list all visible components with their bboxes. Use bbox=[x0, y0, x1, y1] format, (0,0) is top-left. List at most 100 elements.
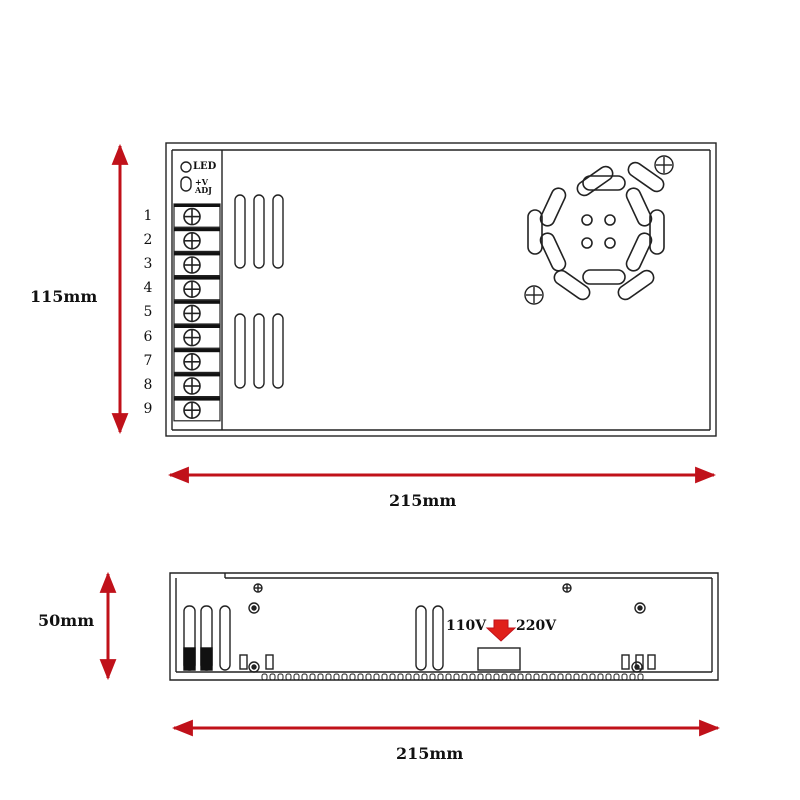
voltage-switch[interactable] bbox=[477, 647, 521, 671]
vent-tooth bbox=[309, 673, 316, 681]
top-vent-slots-lower bbox=[234, 313, 284, 389]
terminal-number: 1 bbox=[143, 207, 153, 224]
vent-tooth bbox=[461, 673, 468, 681]
side-view-width-label: 215mm bbox=[396, 744, 464, 763]
led-indicator-icon bbox=[180, 161, 192, 173]
vent-tooth bbox=[549, 673, 556, 681]
side-view-outline bbox=[169, 572, 719, 681]
top-view-width-label: 215mm bbox=[389, 491, 457, 510]
vent-tooth bbox=[525, 673, 532, 681]
vent-tooth bbox=[437, 673, 444, 681]
side-vent-slots bbox=[415, 605, 444, 671]
vent-tooth bbox=[429, 673, 436, 681]
vent-tooth bbox=[621, 673, 628, 681]
vent-tooth bbox=[485, 673, 492, 681]
terminal-screw[interactable] bbox=[173, 324, 221, 349]
terminal-screw[interactable] bbox=[173, 372, 221, 398]
terminal-number: 9 bbox=[143, 401, 153, 418]
vent-tooth bbox=[517, 673, 524, 681]
vent-tooth bbox=[349, 673, 356, 681]
adj-potentiometer-icon bbox=[180, 176, 192, 192]
terminal-screw[interactable] bbox=[173, 300, 221, 325]
vent-tooth bbox=[341, 673, 348, 681]
side-view-height-label: 50mm bbox=[38, 611, 95, 630]
screw-icon bbox=[631, 661, 643, 673]
vent-tooth bbox=[421, 673, 428, 681]
screw-icon bbox=[248, 602, 260, 614]
vent-tooth bbox=[269, 673, 276, 681]
top-view bbox=[165, 142, 717, 437]
voltage-switch-arrow-icon bbox=[485, 619, 517, 642]
vent-tooth bbox=[613, 673, 620, 681]
terminal-screw[interactable] bbox=[173, 251, 221, 277]
vent-tooth bbox=[365, 673, 372, 681]
vent-tooth bbox=[373, 673, 380, 681]
side-view bbox=[169, 572, 719, 681]
voltage-switch-label-220v: 220V bbox=[516, 618, 557, 634]
vent-tooth bbox=[509, 673, 516, 681]
vent-tooth bbox=[325, 673, 332, 681]
vent-tooth bbox=[501, 673, 508, 681]
vent-tooth bbox=[541, 673, 548, 681]
vent-tooth bbox=[389, 673, 396, 681]
vent-tooth bbox=[357, 673, 364, 681]
voltage-switch-label-110v: 110V bbox=[446, 618, 487, 634]
terminal-block bbox=[173, 203, 221, 422]
top-view-outline bbox=[165, 142, 717, 437]
led-label: LED bbox=[193, 161, 217, 172]
vent-tooth bbox=[581, 673, 588, 681]
terminal-number: 8 bbox=[143, 377, 153, 393]
screw-icon bbox=[654, 155, 674, 175]
vent-tooth bbox=[293, 673, 300, 681]
vent-tooth bbox=[477, 673, 484, 681]
terminal-screw[interactable] bbox=[173, 276, 221, 301]
vent-tooth bbox=[565, 673, 572, 681]
top-view-height-label: 115mm bbox=[30, 287, 98, 306]
screw-icon bbox=[562, 583, 572, 593]
vent-tooth bbox=[453, 673, 460, 681]
vent-tooth bbox=[589, 673, 596, 681]
vent-tooth bbox=[533, 673, 540, 681]
vent-tooth bbox=[413, 673, 420, 681]
terminal-number: 5 bbox=[143, 304, 153, 321]
terminal-screw[interactable] bbox=[173, 227, 221, 252]
fan-grille-icon bbox=[527, 161, 665, 301]
terminal-screw[interactable] bbox=[173, 348, 221, 374]
top-vent-slots-upper bbox=[234, 194, 284, 269]
vent-tooth bbox=[285, 673, 292, 681]
terminal-number: 6 bbox=[143, 328, 153, 345]
terminal-number: 3 bbox=[143, 256, 153, 272]
vent-tooth bbox=[469, 673, 476, 681]
side-left-slots bbox=[183, 605, 656, 671]
adj-label-line2: ADJ bbox=[195, 185, 212, 195]
vent-tooth bbox=[381, 673, 388, 681]
vent-tooth bbox=[557, 673, 564, 681]
vent-tooth bbox=[405, 673, 412, 681]
terminal-number: 2 bbox=[143, 231, 153, 248]
vent-tooth bbox=[301, 673, 308, 681]
vent-tooth bbox=[333, 673, 340, 681]
vent-tooth bbox=[277, 673, 284, 681]
vent-tooth bbox=[261, 673, 268, 681]
vent-tooth bbox=[637, 673, 644, 681]
screw-icon bbox=[253, 583, 263, 593]
vent-tooth bbox=[629, 673, 636, 681]
vent-tooth bbox=[493, 673, 500, 681]
terminal-screw[interactable] bbox=[173, 397, 221, 422]
vent-tooth bbox=[605, 673, 612, 681]
vent-tooth bbox=[597, 673, 604, 681]
vent-tooth bbox=[397, 673, 404, 681]
vent-tooth bbox=[317, 673, 324, 681]
vent-tooth bbox=[573, 673, 580, 681]
side-bottom-vent-teeth bbox=[261, 673, 644, 681]
adj-label-line1: +V bbox=[195, 177, 208, 187]
screw-icon bbox=[248, 661, 260, 673]
terminal-number: 4 bbox=[143, 280, 153, 297]
screw-icon bbox=[634, 602, 646, 614]
screw-icon bbox=[524, 285, 544, 305]
terminal-number: 7 bbox=[143, 352, 153, 369]
vent-tooth bbox=[445, 673, 452, 681]
terminal-screw[interactable] bbox=[173, 203, 221, 228]
